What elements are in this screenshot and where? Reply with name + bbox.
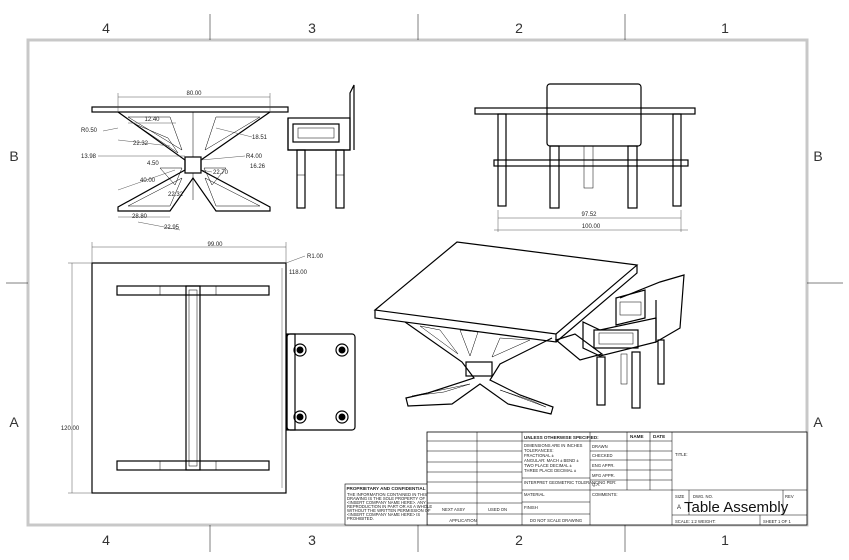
dim-40: 40.00 xyxy=(140,178,156,184)
tb-spec-2: FRACTIONAL ± xyxy=(524,453,555,458)
zone-left-b: B xyxy=(9,148,18,164)
tb-spec-1: TOLERANCES: xyxy=(524,448,553,453)
tb-size: SIZE xyxy=(675,494,685,499)
tb-proprietary-6: PROHIBITED. xyxy=(347,516,374,521)
tb-do-not-scale: DO NOT SCALE DRAWING xyxy=(530,518,582,523)
zone-left-a: A xyxy=(9,414,19,430)
tb-spec-3: ANGULAR: MACH ± BEND ± xyxy=(524,458,579,463)
dim-97-52: 97.52 xyxy=(581,212,597,218)
dim-16-26: 16.26 xyxy=(250,164,266,170)
dim-118: 118.00 xyxy=(289,270,308,276)
tb-rev: REV xyxy=(785,494,794,499)
tb-qa: Q.A. xyxy=(592,482,600,487)
zone-top-2: 2 xyxy=(515,20,523,36)
zone-bottom-4: 4 xyxy=(102,532,110,548)
title-block: UNLESS OTHERWISE SPECIFIED: NAME DATE DR… xyxy=(344,431,808,526)
zone-bottom-3: 3 xyxy=(308,532,316,548)
tb-scale: SCALE: 1:2 WEIGHT: xyxy=(675,519,716,524)
tb-proprietary-4: WITHOUT THE WRITTEN PERMISSION OF xyxy=(347,508,431,513)
tb-sheet: SHEET 1 OF 1 xyxy=(763,519,792,524)
dim-r1: R1.00 xyxy=(307,254,324,260)
tb-material: MATERIAL xyxy=(524,492,545,497)
tb-spec-0: DIMENSIONS ARE IN INCHES xyxy=(524,443,583,448)
zone-right-b: B xyxy=(813,148,822,164)
tb-checked: CHECKED xyxy=(592,453,612,458)
tb-application: APPLICATION xyxy=(449,518,476,523)
top-view-table xyxy=(91,262,287,494)
front-view-dimensions: 80.00 12.40 R0.50 22.32 13.98 4.50 40.00… xyxy=(81,91,271,231)
dim-r4: R4.00 xyxy=(246,154,263,160)
zone-top-1: 1 xyxy=(721,20,729,36)
tb-proprietary-2: <INSERT COMPANY NAME HERE>. ANY xyxy=(347,500,426,505)
dim-22-32-b: 22.32 xyxy=(168,192,184,198)
tb-size-value: A xyxy=(677,505,681,511)
dim-13-98: 13.98 xyxy=(81,154,97,160)
zone-top-3: 3 xyxy=(308,20,316,36)
dim-22-32-a: 22.32 xyxy=(133,141,149,147)
zone-bottom-1: 1 xyxy=(721,532,729,548)
tb-date-header: DATE xyxy=(653,434,665,439)
tb-proprietary-5: <INSERT COMPANY NAME HERE> IS xyxy=(347,512,420,517)
right-view-dimensions: 97.52 100.00 xyxy=(494,210,688,232)
tb-finish: FINISH xyxy=(524,505,538,510)
tb-spec-5: THREE PLACE DECIMAL ± xyxy=(524,468,577,473)
dim-22-95: 22.95 xyxy=(164,225,180,231)
dim-120: 120.00 xyxy=(61,426,80,432)
zone-labels: 4 3 2 1 4 3 2 1 B A B A xyxy=(9,20,823,548)
tb-unless-specified: UNLESS OTHERWISE SPECIFIED: xyxy=(524,435,599,440)
tb-comments: COMMENTS: xyxy=(592,492,618,497)
tb-proprietary-3: REPRODUCTION IN PART OR AS A WHOLE xyxy=(347,504,432,509)
top-view-chair xyxy=(286,333,356,431)
dim-12-40: 12.40 xyxy=(144,117,160,123)
isometric-view xyxy=(373,241,685,415)
tb-spec-4: TWO PLACE DECIMAL ± xyxy=(524,463,572,468)
right-view xyxy=(474,83,696,209)
zone-top-4: 4 xyxy=(102,20,110,36)
tb-name-header: NAME xyxy=(630,434,644,439)
tb-title-label: TITLE: xyxy=(675,452,688,457)
side-view-chair xyxy=(287,84,355,209)
dim-22-70: 22.70 xyxy=(213,170,229,176)
zone-right-a: A xyxy=(813,414,823,430)
dim-100: 100.00 xyxy=(582,224,601,230)
dim-28-80: 28.80 xyxy=(132,214,148,220)
dim-r0-50: R0.50 xyxy=(81,128,98,134)
tb-dwg-no: DWG. NO. xyxy=(693,494,713,499)
top-view-dimensions: 99.00 R1.00 118.00 120.00 xyxy=(61,242,324,494)
tb-proprietary-1: DRAWING IS THE SOLE PROPERTY OF xyxy=(347,496,425,501)
dim-4-50: 4.50 xyxy=(147,161,159,167)
dim-99: 99.00 xyxy=(207,242,223,248)
dim-18-51: 18.51 xyxy=(252,135,268,141)
dim-80: 80.00 xyxy=(186,91,202,97)
tb-mfg-appr: MFG APPR. xyxy=(592,473,615,478)
tb-next-assy: NEXT ASSY xyxy=(442,507,465,512)
tb-proprietary-0: THE INFORMATION CONTAINED IN THIS xyxy=(347,492,427,497)
tb-eng-appr: ENG APPR. xyxy=(592,463,615,468)
tb-proprietary-title: PROPRIETARY AND CONFIDENTIAL xyxy=(346,486,425,491)
tb-interpret: INTERPRET GEOMETRIC TOLERANCING PER: xyxy=(524,480,616,485)
tb-used-on: USED ON xyxy=(488,507,507,512)
zone-bottom-2: 2 xyxy=(515,532,523,548)
tb-drawn: DRAWN xyxy=(592,444,608,449)
drawing-title: Table Assembly xyxy=(684,499,789,516)
